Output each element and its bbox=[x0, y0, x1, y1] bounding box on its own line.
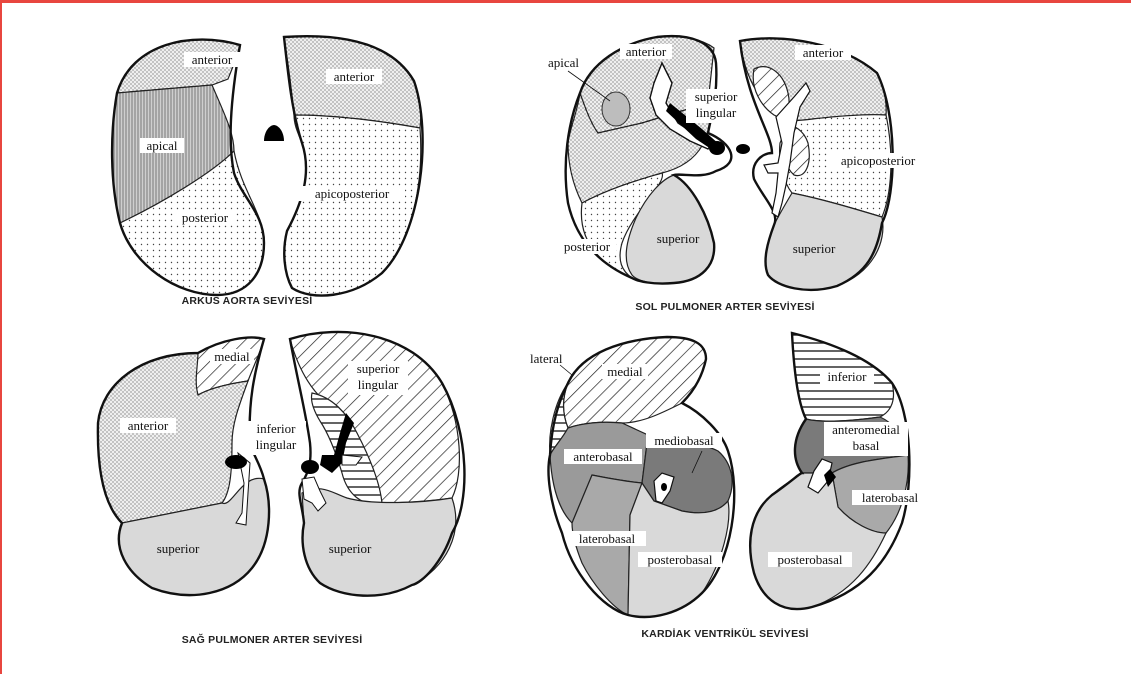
label-inferior: inferior bbox=[828, 369, 868, 384]
label-apicoposterior-1: apicoposterior bbox=[315, 186, 390, 201]
label-anterior-1: anterior bbox=[192, 52, 233, 67]
caption-arkus-aorta: ARKUS AORTA SEVİYESİ bbox=[182, 294, 313, 307]
label-superior-4: superior bbox=[329, 541, 372, 556]
label-apical-1: apical bbox=[146, 138, 177, 153]
caption-sag-pulmoner: SAĞ PULMONER ARTER SEVİYESİ bbox=[182, 633, 363, 646]
label-superior-1: superior bbox=[657, 231, 700, 246]
label-lingular-3: lingular bbox=[256, 437, 297, 452]
right-lung-p3 bbox=[98, 338, 269, 596]
label-anteromedial-basal: anteromedial bbox=[832, 422, 900, 437]
caption-kardiak-ventrikul: KARDİAK VENTRİKÜL SEVİYESİ bbox=[641, 627, 808, 640]
label-medial-2: medial bbox=[607, 364, 643, 379]
label-inferior-lingular: inferior bbox=[257, 421, 297, 436]
label-superior-3: superior bbox=[157, 541, 200, 556]
label-anterior-2: anterior bbox=[334, 69, 375, 84]
label-mediobasal: mediobasal bbox=[654, 433, 714, 448]
label-anterobasal: anterobasal bbox=[573, 449, 633, 464]
label-posterobasal-2: posterobasal bbox=[778, 552, 843, 567]
lung-segments-diagram: anterior apical posterior anterior apico… bbox=[2, 3, 1131, 677]
panel-sag-pulmoner: medial anterior superior lingular inferi… bbox=[98, 332, 465, 646]
label-lingular-2: lingular bbox=[358, 377, 399, 392]
label-laterobasal-1: laterobasal bbox=[579, 531, 636, 546]
label-anterior-4: anterior bbox=[803, 45, 844, 60]
label-laterobasal-2: laterobasal bbox=[862, 490, 919, 505]
label-posterior-1: posterior bbox=[182, 210, 229, 225]
label-lingular-1: lingular bbox=[696, 105, 737, 120]
label-superior-lingular-2: superior bbox=[357, 361, 400, 376]
label-anterior-5: anterior bbox=[128, 418, 169, 433]
label-basal: basal bbox=[853, 438, 880, 453]
label-superior-lingular-1: superior bbox=[695, 89, 738, 104]
label-lateral: lateral bbox=[530, 351, 563, 366]
right-lung-p1 bbox=[112, 40, 264, 295]
panel-sol-pulmoner: apical anterior superior lingular anteri… bbox=[548, 36, 927, 313]
label-apicoposterior-2: apicoposterior bbox=[841, 153, 916, 168]
label-anterior-3: anterior bbox=[626, 44, 667, 59]
panel-kardiak-ventrikul: lateral medial inferior mediobasal anter… bbox=[530, 333, 928, 640]
label-posterior-2: posterior bbox=[564, 239, 611, 254]
label-posterobasal-1: posterobasal bbox=[648, 552, 713, 567]
aorta-icon bbox=[264, 125, 284, 141]
label-superior-2: superior bbox=[793, 241, 836, 256]
panel-arkus-aorta: anterior apical posterior anterior apico… bbox=[112, 36, 423, 307]
label-medial-1: medial bbox=[214, 349, 250, 364]
label-apical-2: apical bbox=[548, 55, 579, 70]
caption-sol-pulmoner: SOL PULMONER ARTER SEVİYESİ bbox=[635, 300, 814, 313]
